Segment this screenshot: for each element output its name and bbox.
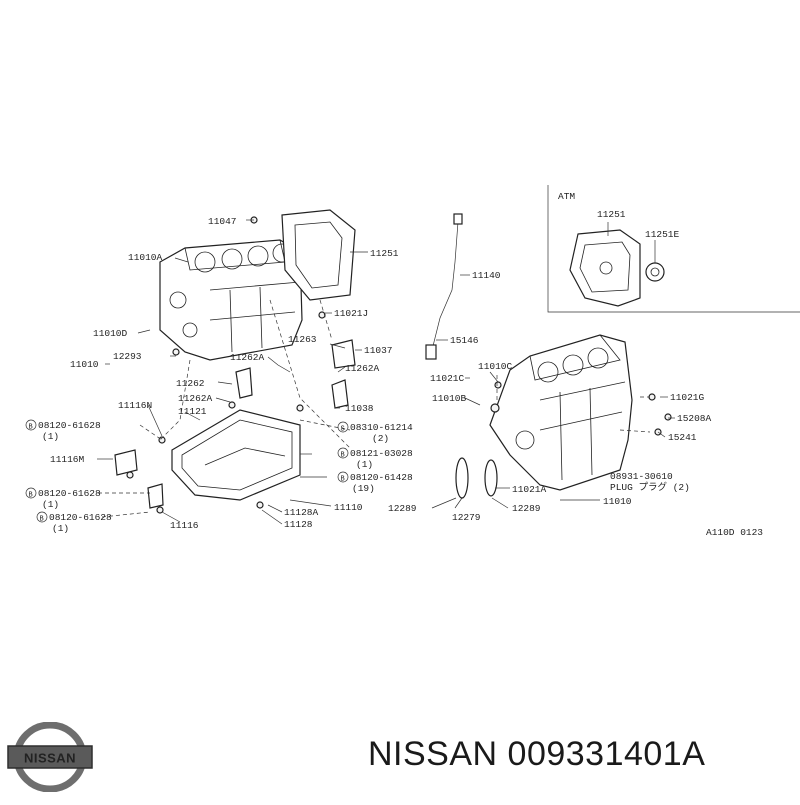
label-11010B: 11010B — [432, 393, 467, 404]
label-08120-61628-b: 08120-61628 — [38, 488, 101, 499]
qty-2-a: (2) — [372, 433, 389, 444]
label-15241: 15241 — [668, 432, 697, 443]
label-11263: 11263 — [288, 334, 317, 345]
qty-1-c: (1) — [42, 499, 59, 510]
label-12279: 12279 — [452, 512, 481, 523]
qty-1-a: (1) — [42, 431, 59, 442]
label-11010D: 11010D — [93, 328, 128, 339]
label-08121-03028: 08121-03028 — [350, 448, 413, 459]
engine-block-right — [489, 334, 633, 491]
label-11010-right: 11010 — [603, 496, 632, 507]
atm-box-title: ATM — [558, 191, 575, 202]
label-08120-61428: 08120-61428 — [350, 472, 413, 483]
label-08931-30610: 08931-30610 — [610, 471, 673, 482]
label-11140: 11140 — [472, 270, 501, 281]
label-11021J: 11021J — [334, 308, 368, 319]
svg-text:B: B — [341, 452, 345, 460]
label-15146: 15146 — [450, 335, 479, 346]
qty-1-b: (1) — [356, 459, 373, 470]
atm-box-outline — [547, 185, 800, 313]
label-08310-61214: 08310-61214 — [350, 422, 413, 433]
qty-1-d: (1) — [52, 523, 69, 534]
svg-text:B: B — [29, 424, 33, 432]
qty-19: (19) — [352, 483, 375, 494]
svg-text:B: B — [29, 492, 33, 500]
label-11262A-a: 11262A — [230, 352, 265, 363]
label-11251E: 11251E — [645, 229, 680, 240]
label-08120-61628-a: 08120-61628 — [38, 420, 101, 431]
dipstick — [425, 213, 463, 360]
label-11262: 11262 — [176, 378, 205, 389]
mount-brackets — [114, 339, 356, 509]
label-08120-61628-c: 08120-61628 — [49, 512, 112, 523]
atm-seal — [645, 262, 665, 282]
label-plug: PLUG プラグ (2) — [610, 481, 690, 493]
label-11128A: 11128A — [284, 507, 319, 518]
front-oil-seal — [455, 457, 498, 499]
svg-text:NISSAN: NISSAN — [24, 751, 76, 766]
part-number-title: NISSAN 009331401A — [368, 735, 706, 773]
svg-text:B: B — [341, 476, 345, 484]
label-11262A-c: 11262A — [178, 393, 213, 404]
label-11010A: 11010A — [128, 252, 163, 263]
label-11116N: 11116N — [118, 400, 152, 411]
label-12293: 12293 — [113, 351, 142, 362]
oil-pan — [171, 409, 301, 501]
rear-plate — [281, 209, 356, 301]
label-11010C: 11010C — [478, 361, 513, 372]
label-11021A: 11021A — [512, 484, 547, 495]
nissan-logo-icon: NISSAN — [7, 722, 93, 792]
label-11251-atm: 11251 — [597, 209, 626, 220]
label-11121: 11121 — [178, 406, 207, 417]
part-labels: 11047 11251 11010A 11140 11251 11251E 11… — [38, 209, 763, 538]
dashed-guides — [98, 299, 651, 518]
svg-text:B: B — [40, 516, 44, 524]
label-11010: 11010 — [70, 359, 99, 370]
label-11128: 11128 — [284, 519, 313, 530]
label-12289-a: 12289 — [388, 503, 417, 514]
label-12289-b: 12289 — [512, 503, 541, 514]
label-11021G: 11021G — [670, 392, 705, 403]
label-11047: 11047 — [208, 216, 237, 227]
label-11037: 11037 — [364, 345, 393, 356]
label-11116: 11116 — [170, 520, 199, 531]
leader-lines — [97, 219, 675, 525]
label-11021C: 11021C — [430, 373, 465, 384]
reference-code: A110D 0123 — [706, 527, 763, 538]
svg-text:S: S — [341, 426, 345, 434]
label-11038: 11038 — [345, 403, 374, 414]
label-11251: 11251 — [370, 248, 399, 259]
label-11110: 11110 — [334, 502, 363, 513]
label-15208A: 15208A — [677, 413, 712, 424]
atm-drive-plate — [569, 229, 641, 307]
bolt-markers: B S B B B B — [25, 419, 349, 524]
label-11262A-b: 11262A — [345, 363, 380, 374]
label-11116M: 11116M — [50, 454, 85, 465]
engine-block-left — [159, 239, 303, 361]
